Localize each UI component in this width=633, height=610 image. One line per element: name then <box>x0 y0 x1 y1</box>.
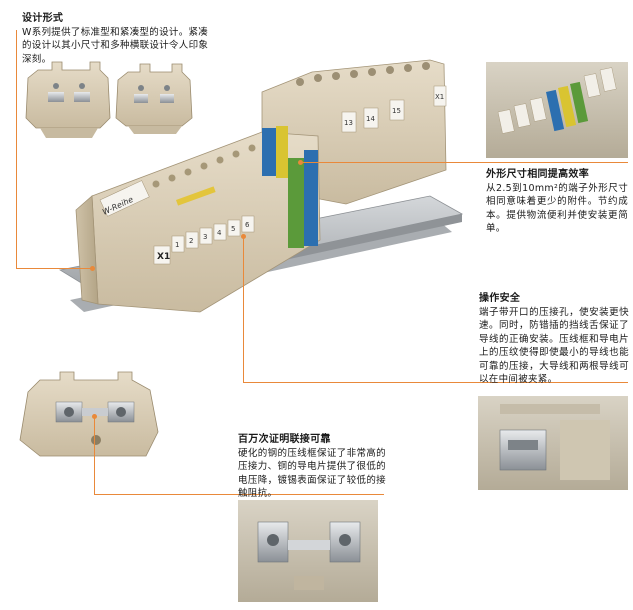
callout-line-size <box>300 162 628 163</box>
callout-line-safety-vertical <box>243 236 244 382</box>
terminal-side-view <box>19 371 159 457</box>
wire-guide-closeup-photo <box>478 396 628 490</box>
size-body: 从2.5到10mm²的端子外形尺寸相同意味着更少的附件。节约成本。提供物流便利并… <box>486 182 628 235</box>
compact-terminal-thumbnail <box>115 63 193 134</box>
marker-right: 15 <box>392 107 401 115</box>
clamp-closeup-photo <box>238 500 378 602</box>
size-section: 外形尺寸相同提高效率 从2.5到10mm²的端子外形尺寸相同意味着更少的附件。节… <box>486 168 628 236</box>
marker-x1-label: X1 <box>157 252 170 262</box>
size-title: 外形尺寸相同提高效率 <box>486 169 589 180</box>
marker-number: 1 <box>175 241 179 249</box>
standard-terminal-thumbnail <box>25 61 111 138</box>
marker-number: 6 <box>245 221 250 229</box>
safety-body: 端子带开口的压接孔，使安装更快速。同时，防错插的挡线舌保证了导线的正确安装。压线… <box>479 306 629 386</box>
marker-right: X1 <box>435 93 444 101</box>
design-body: W系列提供了标准型和紧凑型的设计。紧凑的设计以其小尺寸和多种横联设计令人印象深刻… <box>22 26 209 65</box>
callout-line-reliable-vertical <box>94 416 95 494</box>
marker-number: 5 <box>231 225 235 233</box>
callout-line-safety-horizontal <box>243 382 628 383</box>
callout-line-design-vertical <box>16 30 17 268</box>
callout-dot-size <box>298 160 303 165</box>
callout-line-design-horizontal <box>16 268 92 269</box>
safety-title: 操作安全 <box>479 293 521 304</box>
callout-dot-safety <box>241 234 246 239</box>
markers-closeup-photo <box>486 62 628 158</box>
marker-number: 3 <box>203 233 207 241</box>
reliable-title: 百万次证明联接可靠 <box>238 434 331 445</box>
callout-dot-design <box>90 266 95 271</box>
design-section: 设计形式 W系列提供了标准型和紧凑型的设计。紧凑的设计以其小尺寸和多种横联设计令… <box>22 12 217 66</box>
marker-number: 4 <box>217 229 222 237</box>
marker-right: 14 <box>366 115 375 123</box>
callout-line-reliable-horizontal <box>94 494 384 495</box>
marker-right: 13 <box>344 119 353 127</box>
design-title: 设计形式 <box>22 13 64 24</box>
reliable-section: 百万次证明联接可靠 硬化的钢的压线框保证了非常高的压接力、铜的导电片提供了很低的… <box>238 433 386 501</box>
callout-dot-reliable <box>92 414 97 419</box>
marker-number: 2 <box>189 237 193 245</box>
terminal-block-assembly <box>75 59 447 313</box>
safety-section: 操作安全 端子带开口的压接孔，使安装更快速。同时，防错插的挡线舌保证了导线的正确… <box>479 292 629 387</box>
reliable-body: 硬化的钢的压线框保证了非常高的压接力、铜的导电片提供了很低的电压降，镀锡表面保证… <box>238 447 386 500</box>
